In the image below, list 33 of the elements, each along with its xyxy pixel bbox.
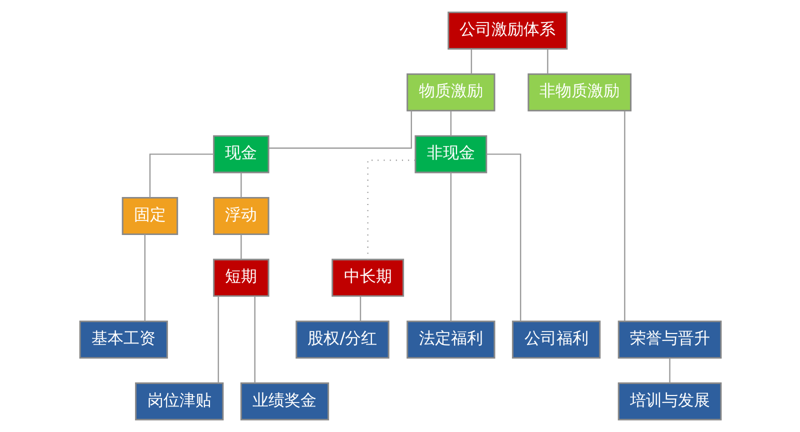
node-box: 公司激励体系 [447,12,568,50]
node-box: 短期 [212,258,269,297]
node-box: 股权/分红 [295,320,389,359]
connector [240,172,242,198]
node-box: 非物质激励 [527,73,632,112]
connector [486,154,521,322]
node-box: 基本工资 [78,320,168,359]
connector [240,234,242,260]
node-box: 现金 [212,135,269,174]
connector [450,172,452,322]
node-box: 业绩奖金 [240,382,329,420]
connector [254,296,255,384]
connector [268,110,412,149]
connector [450,110,452,136]
connector [217,296,218,384]
node-box: 荣誉与晋升 [617,320,722,359]
node-box: 物质激励 [406,73,495,112]
connector [148,154,214,198]
node-box: 培训与发展 [617,382,722,420]
node-box: 固定 [121,197,178,235]
node-box: 非现金 [414,135,487,174]
connector [359,296,361,322]
connector [668,358,670,383]
connector [546,49,548,74]
connector [624,110,625,322]
node-box: 岗位津贴 [134,382,224,420]
node-box: 公司福利 [511,320,600,359]
node-box: 法定福利 [406,320,495,359]
connector [366,160,415,260]
node-box: 中长期 [331,258,404,297]
node-box: 浮动 [212,197,269,235]
connector [470,49,472,74]
connector [144,234,145,322]
